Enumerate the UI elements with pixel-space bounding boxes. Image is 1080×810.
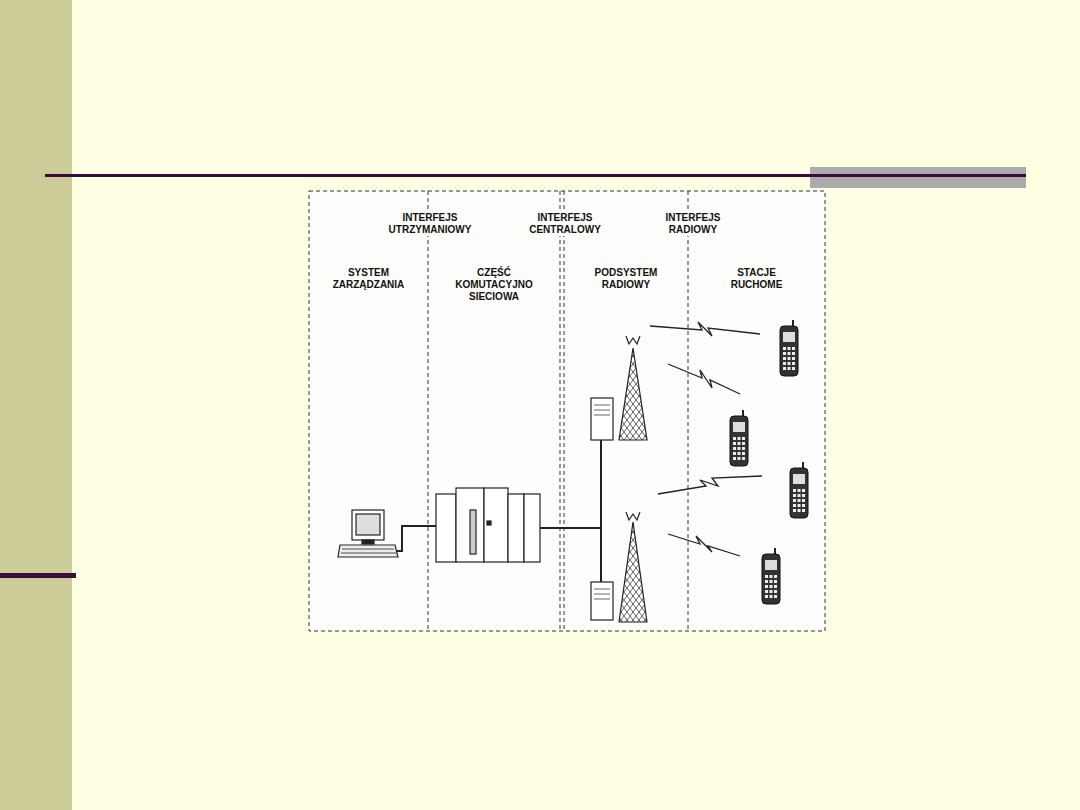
wire: [540, 440, 601, 584]
radio-link: [650, 322, 762, 556]
dashed-frame: [309, 191, 825, 631]
title-rule: [45, 174, 1025, 177]
interface-label: INTERFEJS UTRZYMANIOWY: [382, 212, 478, 236]
computer-icon: [338, 510, 398, 557]
diagram-ground: [308, 190, 826, 632]
interface-label: INTERFEJS RADIOWY: [645, 212, 741, 236]
mobile-phone: [762, 548, 780, 604]
side-bar: [0, 0, 72, 810]
wire: [397, 526, 436, 551]
section-title: SYSTEM ZARZĄDZANIA: [329, 267, 409, 291]
interface-label: INTERFEJS CENTRALOWY: [517, 212, 613, 236]
mobile-phones: [730, 320, 808, 604]
section-band: STACJE RUCHOME: [688, 191, 825, 631]
mobile-phone: [730, 410, 748, 466]
mobile-phone: [780, 320, 798, 376]
base-station: [591, 398, 613, 620]
section-title: PODSYSTEM RADIOWY: [586, 267, 666, 291]
section-band: SYSTEM ZARZĄDZANIA: [309, 191, 428, 631]
section-title: CZĘŚĆ KOMUTACYJNO SIECIOWA: [454, 267, 534, 303]
rule-bar: [810, 167, 1026, 188]
antenna-tower: [619, 336, 647, 622]
section-title: STACJE RUCHOME: [717, 267, 797, 291]
switch-cabinets: [436, 488, 540, 562]
mobile-phone: [790, 462, 808, 518]
rule-line: [810, 174, 1026, 177]
side-mark: [0, 573, 76, 578]
section-band: PODSYSTEM RADIOWY: [564, 191, 688, 631]
section-band: CZĘŚĆ KOMUTACYJNO SIECIOWA: [428, 191, 560, 631]
